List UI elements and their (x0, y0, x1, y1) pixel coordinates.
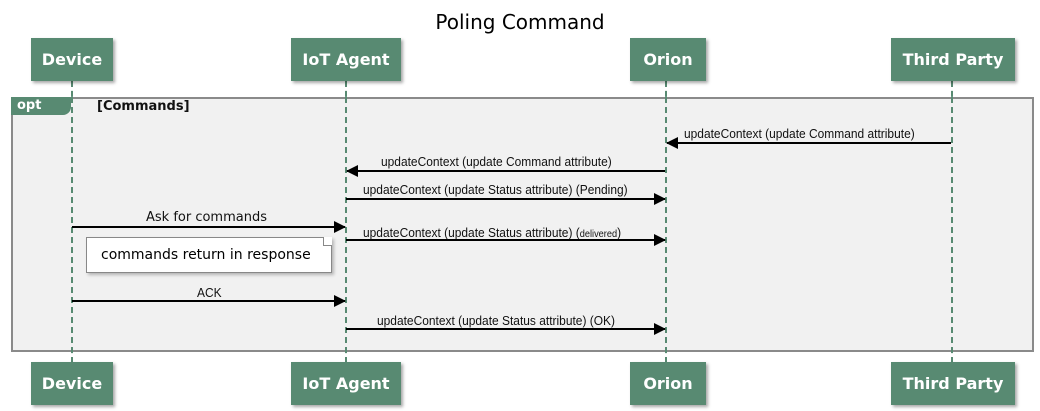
fragment-guard: [Commands] (97, 99, 190, 114)
lifeline-third-party-over (951, 97, 953, 363)
message-label-text: updateContext (update Status attribute) … (363, 225, 580, 240)
lifeline-iot-agent-over (345, 97, 347, 363)
message-label: ACK (197, 285, 222, 300)
actor-third-party-bottom: Third Party (891, 362, 1015, 405)
fragment-operator: opt (11, 97, 71, 115)
note-text: commands return in response (101, 247, 311, 263)
message-label-small: delivered (579, 229, 618, 240)
message-label-end: ) (617, 225, 622, 240)
actor-device-top: Device (31, 38, 113, 81)
note-box: commands return in response (86, 237, 332, 273)
actor-iot-agent-top: IoT Agent (291, 38, 401, 81)
message-label: updateContext (update Status attribute) … (363, 225, 621, 240)
message-label: updateContext (update Status attribute) … (363, 182, 628, 197)
message-label: Ask for commands (146, 210, 267, 225)
actor-orion-bottom: Orion (630, 362, 706, 405)
diagram-title: Poling Command (435, 10, 605, 34)
message-label: updateContext (update Command attribute) (684, 126, 915, 141)
actor-iot-agent-bottom: IoT Agent (291, 362, 401, 405)
message-label: updateContext (update Status attribute) … (377, 313, 616, 328)
message-label: updateContext (update Command attribute) (381, 154, 612, 169)
lifeline-orion-over (665, 97, 667, 363)
actor-third-party-top: Third Party (891, 38, 1015, 81)
actor-orion-top: Orion (630, 38, 706, 81)
opt-fragment (11, 97, 1034, 352)
actor-device-bottom: Device (31, 362, 113, 405)
message-label-text: Ask for commands (146, 210, 267, 225)
lifeline-device-over (71, 97, 73, 363)
